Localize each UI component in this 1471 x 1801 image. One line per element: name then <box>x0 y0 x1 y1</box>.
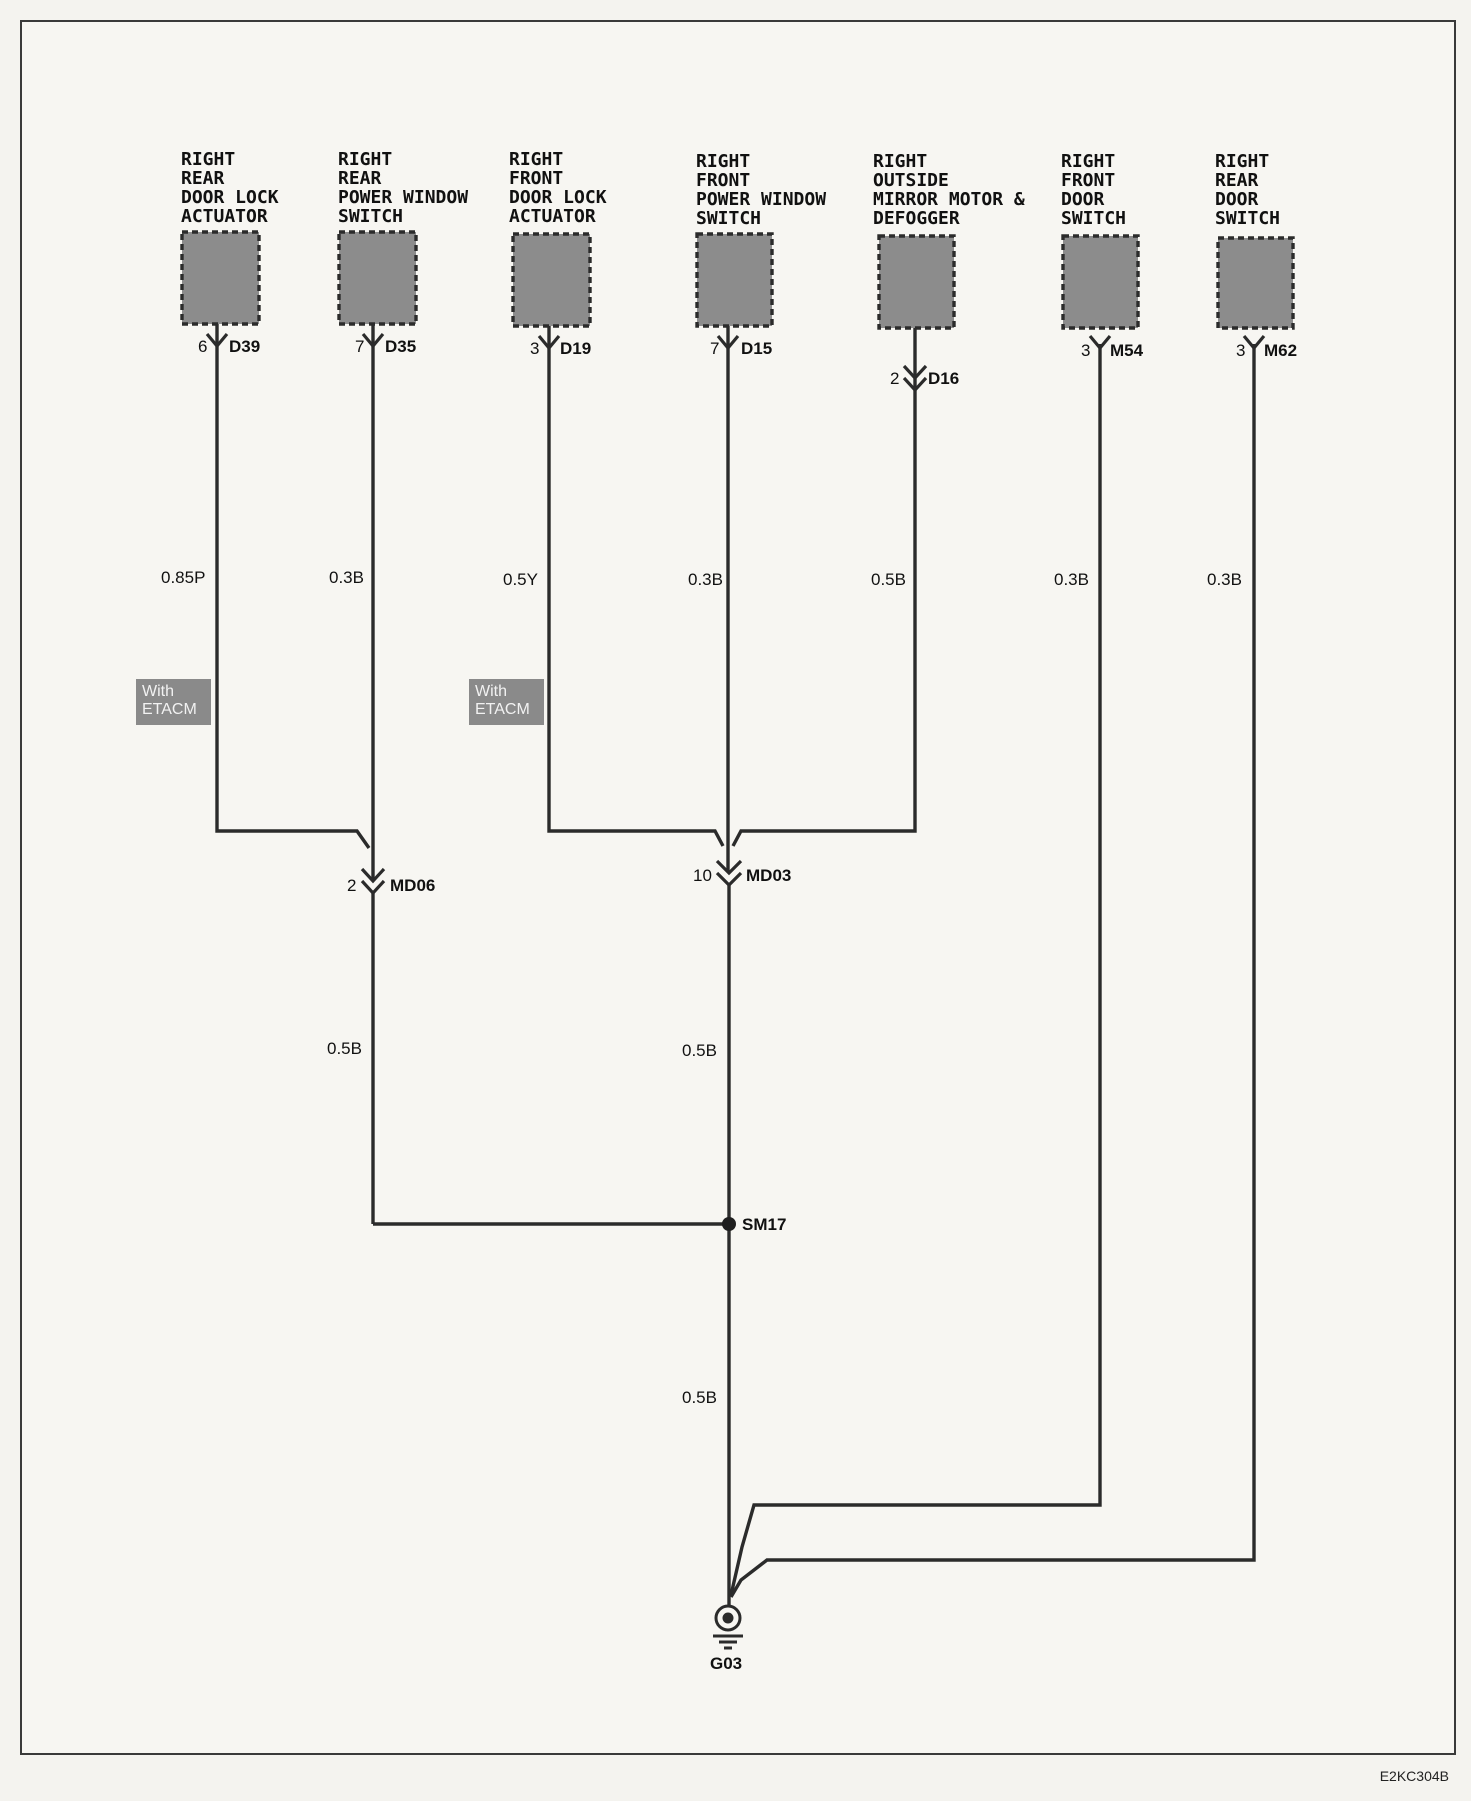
wire-label-d35: 0.3B <box>329 568 364 587</box>
label-right-front-door-lock-actuator: RIGHT FRONT DOOR LOCK ACTUATOR <box>509 149 607 227</box>
connector-md06-icon <box>360 867 386 884</box>
name-m54: M54 <box>1110 341 1144 360</box>
wire-m54-to-ground <box>729 344 1102 1596</box>
component-box-right-front-door-switch <box>1061 234 1140 330</box>
name-d16: D16 <box>928 369 959 388</box>
wire-label-md06-down: 0.5B <box>327 1039 362 1058</box>
connector-m54-icon <box>1088 334 1112 351</box>
pin-m54: 3 <box>1081 341 1090 360</box>
name-md03: MD03 <box>746 866 791 885</box>
pin-d39: 6 <box>198 337 207 356</box>
pin-m62: 3 <box>1236 341 1245 360</box>
pin-d35: 7 <box>355 337 364 356</box>
component-box-right-front-power-window-switch <box>695 232 774 328</box>
component-box-right-rear-power-window-switch <box>337 230 418 326</box>
connector-d16-icon <box>902 364 928 381</box>
ground-g03-icon <box>713 1604 743 1650</box>
wire-m62-to-ground <box>729 344 1256 1598</box>
name-m62: M62 <box>1264 341 1297 360</box>
component-box-right-outside-mirror <box>877 234 956 330</box>
label-right-rear-power-window-switch: RIGHT REAR POWER WINDOW SWITCH <box>338 149 469 227</box>
label-right-outside-mirror-motor-defogger: RIGHT OUTSIDE MIRROR MOTOR & DEFOGGER <box>873 151 1025 229</box>
name-md06: MD06 <box>390 876 435 895</box>
name-d39: D39 <box>229 337 260 356</box>
wire-label-md03-down: 0.5B <box>682 1041 717 1060</box>
wire-d19 <box>547 326 725 847</box>
splice-sm17-icon <box>722 1217 736 1231</box>
wire-label-d39: 0.85P <box>161 568 205 587</box>
pin-d19: 3 <box>530 339 539 358</box>
connector-d39-icon <box>205 332 229 349</box>
connector-d19-icon <box>537 334 561 351</box>
name-d19: D19 <box>560 339 591 358</box>
ground-label: G03 <box>710 1654 742 1673</box>
label-right-front-door-switch: RIGHT FRONT DOOR SWITCH <box>1061 151 1127 229</box>
name-d15: D15 <box>741 339 772 358</box>
component-box-right-rear-door-lock-actuator <box>180 230 261 326</box>
wire-label-d16: 0.5B <box>871 570 906 589</box>
pin-md06: 2 <box>347 876 356 895</box>
diagram-code: E2KC304B <box>1379 1768 1449 1784</box>
option-box-with-etacm-middle: With ETACM <box>469 679 544 725</box>
wire-d39 <box>215 324 371 849</box>
component-box-right-front-door-lock-actuator <box>511 232 592 328</box>
pin-md03: 10 <box>693 866 712 885</box>
wire-label-m54: 0.3B <box>1054 570 1089 589</box>
connector-d15-icon <box>716 334 740 351</box>
option-box-with-etacm-left: With ETACM <box>136 679 211 725</box>
wire-d16 <box>731 328 917 847</box>
wire-label-m62: 0.3B <box>1207 570 1242 589</box>
label-right-front-power-window-switch: RIGHT FRONT POWER WINDOW SWITCH <box>696 151 827 229</box>
wire-label-d15: 0.3B <box>688 570 723 589</box>
name-d35: D35 <box>385 337 416 356</box>
component-box-right-rear-door-switch <box>1216 236 1295 330</box>
connector-md03-icon <box>715 859 743 876</box>
label-right-rear-door-switch: RIGHT REAR DOOR SWITCH <box>1215 151 1281 229</box>
pin-d16: 2 <box>890 369 899 388</box>
connector-d35-icon <box>361 332 385 349</box>
label-right-rear-door-lock-actuator: RIGHT REAR DOOR LOCK ACTUATOR <box>181 149 279 227</box>
pin-d15: 7 <box>710 339 719 358</box>
wire-label-d19: 0.5Y <box>503 570 538 589</box>
wire-label-sm17-down: 0.5B <box>682 1388 717 1407</box>
splice-label: SM17 <box>742 1215 786 1234</box>
connector-m62-icon <box>1242 334 1266 351</box>
